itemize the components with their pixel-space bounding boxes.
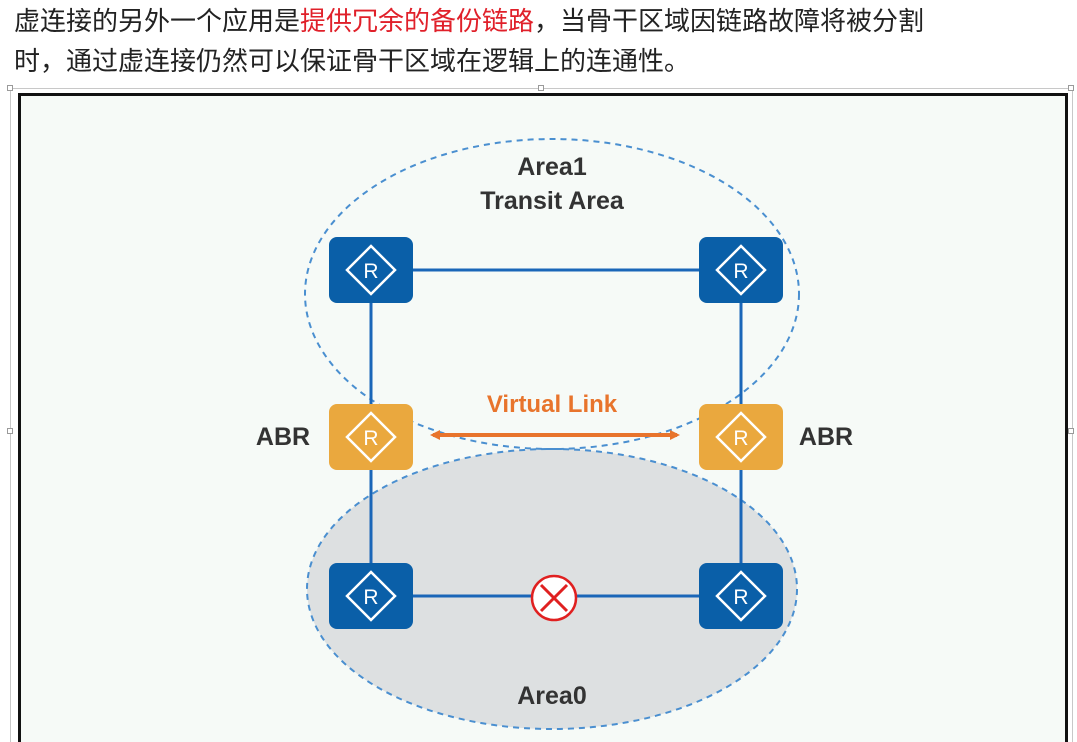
resize-handle-middle-right[interactable] <box>1068 428 1074 434</box>
resize-handle-top-left[interactable] <box>7 85 13 91</box>
router-area1-right[interactable]: R <box>699 237 783 303</box>
area1-ellipse <box>304 138 800 450</box>
broken-link-x-icon <box>530 574 578 622</box>
router-glyph: R <box>733 586 748 609</box>
abr-left-label: ABR <box>256 423 310 451</box>
line1-prefix: 虚连接的另外一个应用是 <box>14 7 301 37</box>
router-glyph: R <box>363 260 378 283</box>
router-glyph: R <box>733 427 748 450</box>
abr-right-label: ABR <box>799 423 853 451</box>
router-glyph: R <box>363 427 378 450</box>
area1-title: Area1 <box>517 153 587 181</box>
router-glyph: R <box>363 586 378 609</box>
area0-title: Area0 <box>517 682 587 710</box>
resize-handle-middle-left[interactable] <box>7 428 13 434</box>
virtual-link-label: Virtual Link <box>487 391 618 418</box>
resize-handle-top-right[interactable] <box>1068 85 1074 91</box>
router-abr-left[interactable]: R <box>329 404 413 470</box>
description-paragraph: 虚连接的另外一个应用是提供冗余的备份链路，当骨干区域因链路故障将被分割 时，通过… <box>14 2 1064 82</box>
router-area0-right[interactable]: R <box>699 563 783 629</box>
router-glyph: R <box>733 260 748 283</box>
router-area1-left[interactable]: R <box>329 237 413 303</box>
router-abr-right[interactable]: R <box>699 404 783 470</box>
router-area0-left[interactable]: R <box>329 563 413 629</box>
diagram-frame: R R R R R R <box>18 93 1068 742</box>
line1-suffix: ，当骨干区域因链路故障将被分割 <box>534 7 925 37</box>
resize-handle-top-middle[interactable] <box>538 85 544 91</box>
highlighted-phrase: 提供冗余的备份链路 <box>300 7 535 37</box>
paragraph-line-2: 时，通过虚连接仍然可以保证骨干区域在逻辑上的连通性。 <box>14 47 691 77</box>
ospf-virtual-link-diagram: R R R R R R <box>256 138 853 730</box>
paragraph-line-1: 虚连接的另外一个应用是提供冗余的备份链路，当骨干区域因链路故障将被分割 <box>14 2 1064 42</box>
area1-subtitle: Transit Area <box>480 187 625 215</box>
